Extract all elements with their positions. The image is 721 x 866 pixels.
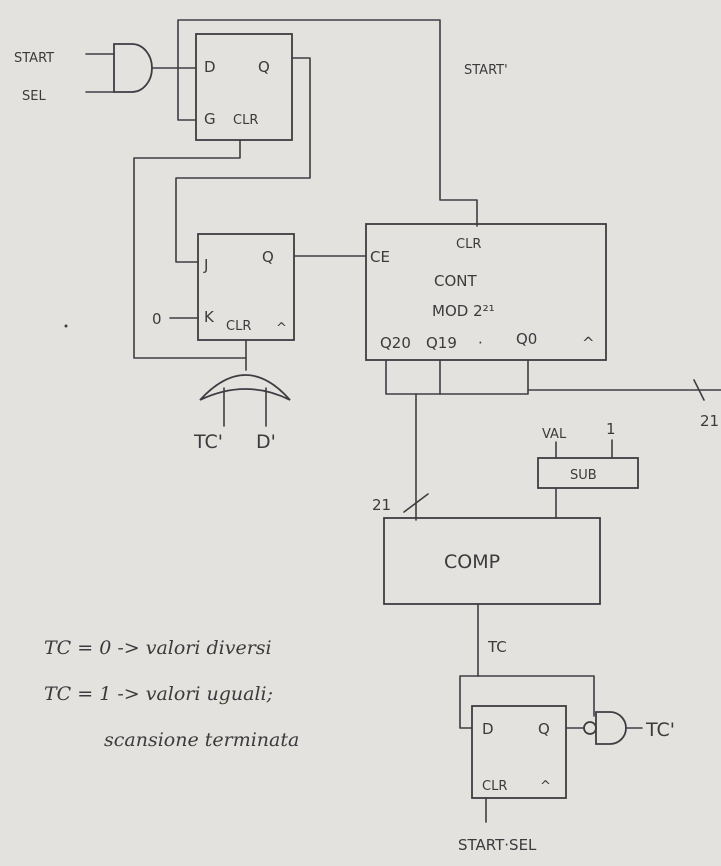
dff-q-label: Q [538,720,550,738]
counter-clr-label: CLR [456,237,481,252]
comp-block-label: COMP [444,551,500,573]
tc-wire [459,675,479,729]
counter-q0-label: Q0 [516,330,537,348]
comp-block: COMP [383,517,601,605]
pencil-dot [64,324,68,328]
start-label: START [14,51,54,66]
jk-j-label: J [203,256,208,274]
note-line-3: scansione terminata [104,729,299,751]
counter-title-line1: CONT [434,272,478,290]
latch-clr-label: CLR [233,113,258,128]
jk-clr-label: CLR [226,319,251,334]
counter-q19-label: Q19 [426,334,457,352]
tc-output-label: TC [487,638,507,656]
start-prime-wire [177,19,478,227]
bus-width-left: 21 [372,496,391,514]
latch-g-label: G [204,110,216,128]
tc-prime-input-label: TC' [193,431,223,453]
one-label: 1 [606,420,616,438]
counter-q20-label: Q20 [380,334,411,352]
sub-block: SUB [537,457,639,489]
counter-title-line2: MOD 2²¹ [432,302,495,320]
latch-clr-wire [133,139,247,359]
dff-d-label: D [482,720,494,738]
counter-output-bus [385,359,721,521]
dff-clk-label: ^ [540,779,551,794]
or-gate [199,374,291,427]
jk-clk-label: ^ [276,321,287,336]
note-line-2: TC = 1 -> valori uguali; [44,683,273,705]
latch-q-wire [175,57,311,263]
val-label: VAL [542,427,567,442]
start-prime-label: START' [464,63,508,78]
jk-q-label: Q [262,248,274,266]
jk-k-label: K [204,308,215,326]
tc-prime-gate [583,711,643,745]
d-prime-input-label: D' [256,431,276,453]
d-latch: D Q G CLR [195,33,293,141]
and-gate [85,43,197,93]
tc-prime-output-label: TC' [645,719,675,741]
counter-dot-label: · [478,334,483,352]
counter-ce-label: CE [370,248,390,266]
d-flipflop: D Q CLR ^ [471,705,567,799]
jk-flipflop: J Q K CLR ^ [197,233,295,341]
sel-label: SEL [22,89,46,104]
counter-mod-2-21: CE CLR CONT MOD 2²¹ Q20 Q19 · Q0 ^ [365,223,607,361]
counter-clk-label: ^ [582,334,595,352]
dff-clr-label: CLR [482,779,507,794]
notes: TC = 0 -> valori diversi TC = 1 -> valor… [44,637,299,751]
bus-width-right: 21 [700,412,719,430]
zero-label: 0 [152,310,162,328]
sub-block-label: SUB [570,468,597,483]
latch-d-label: D [204,58,216,76]
bottom-signal-label: START·SEL [458,836,537,854]
note-line-1: TC = 0 -> valori diversi [44,637,272,659]
latch-q-label: Q [258,58,270,76]
